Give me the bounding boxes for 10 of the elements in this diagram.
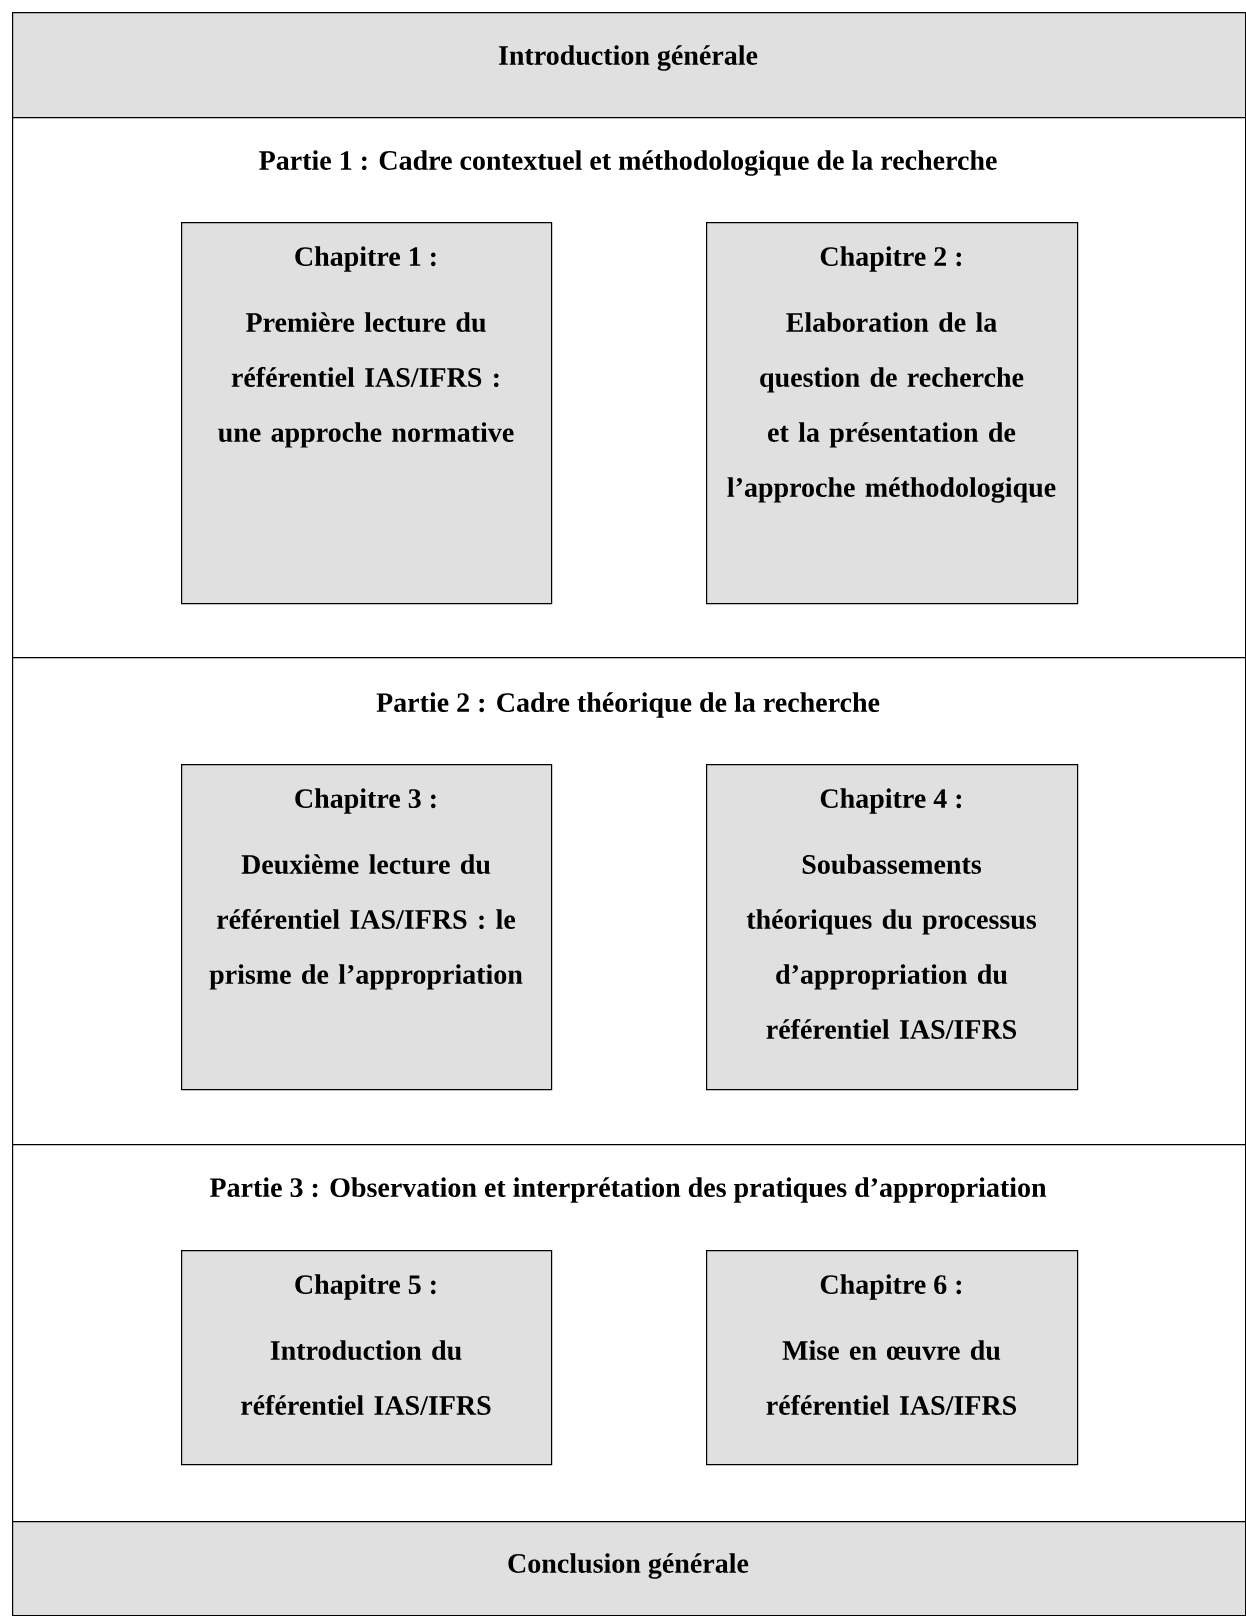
chapter-box: Chapitre 1 : Première lecture du référentiel IAS/IFRS : une approche normative	[181, 222, 553, 605]
section-band: Introduction générale	[12, 12, 1246, 119]
chapter-box: Chapitre 5 : Introduction du référentiel IAS/IFRS	[181, 1250, 553, 1466]
node-label: Partie 1 : Cadre contextuel et méthodologique de la recherche	[259, 150, 997, 176]
section-band: Conclusion générale	[12, 1521, 1246, 1616]
chapter-box: Chapitre 4 : Soubassements théoriques du processus d’appropriation du référentiel IAS/IFRS	[706, 764, 1079, 1091]
chapter-box: Chapitre 3 : Deuxième lecture du référentiel IAS/IFRS : le prisme de l’appropriation	[181, 764, 553, 1091]
chapter-box: Chapitre 6 : Mise en œuvre du référentiel IAS/IFRS	[706, 1250, 1079, 1466]
node-label: Partie 2 : Cadre théorique de la recherche	[376, 692, 880, 718]
chapter-box: Chapitre 2 : Elaboration de la question de recherche et la présentation de l’approche méthodologique	[706, 222, 1079, 605]
